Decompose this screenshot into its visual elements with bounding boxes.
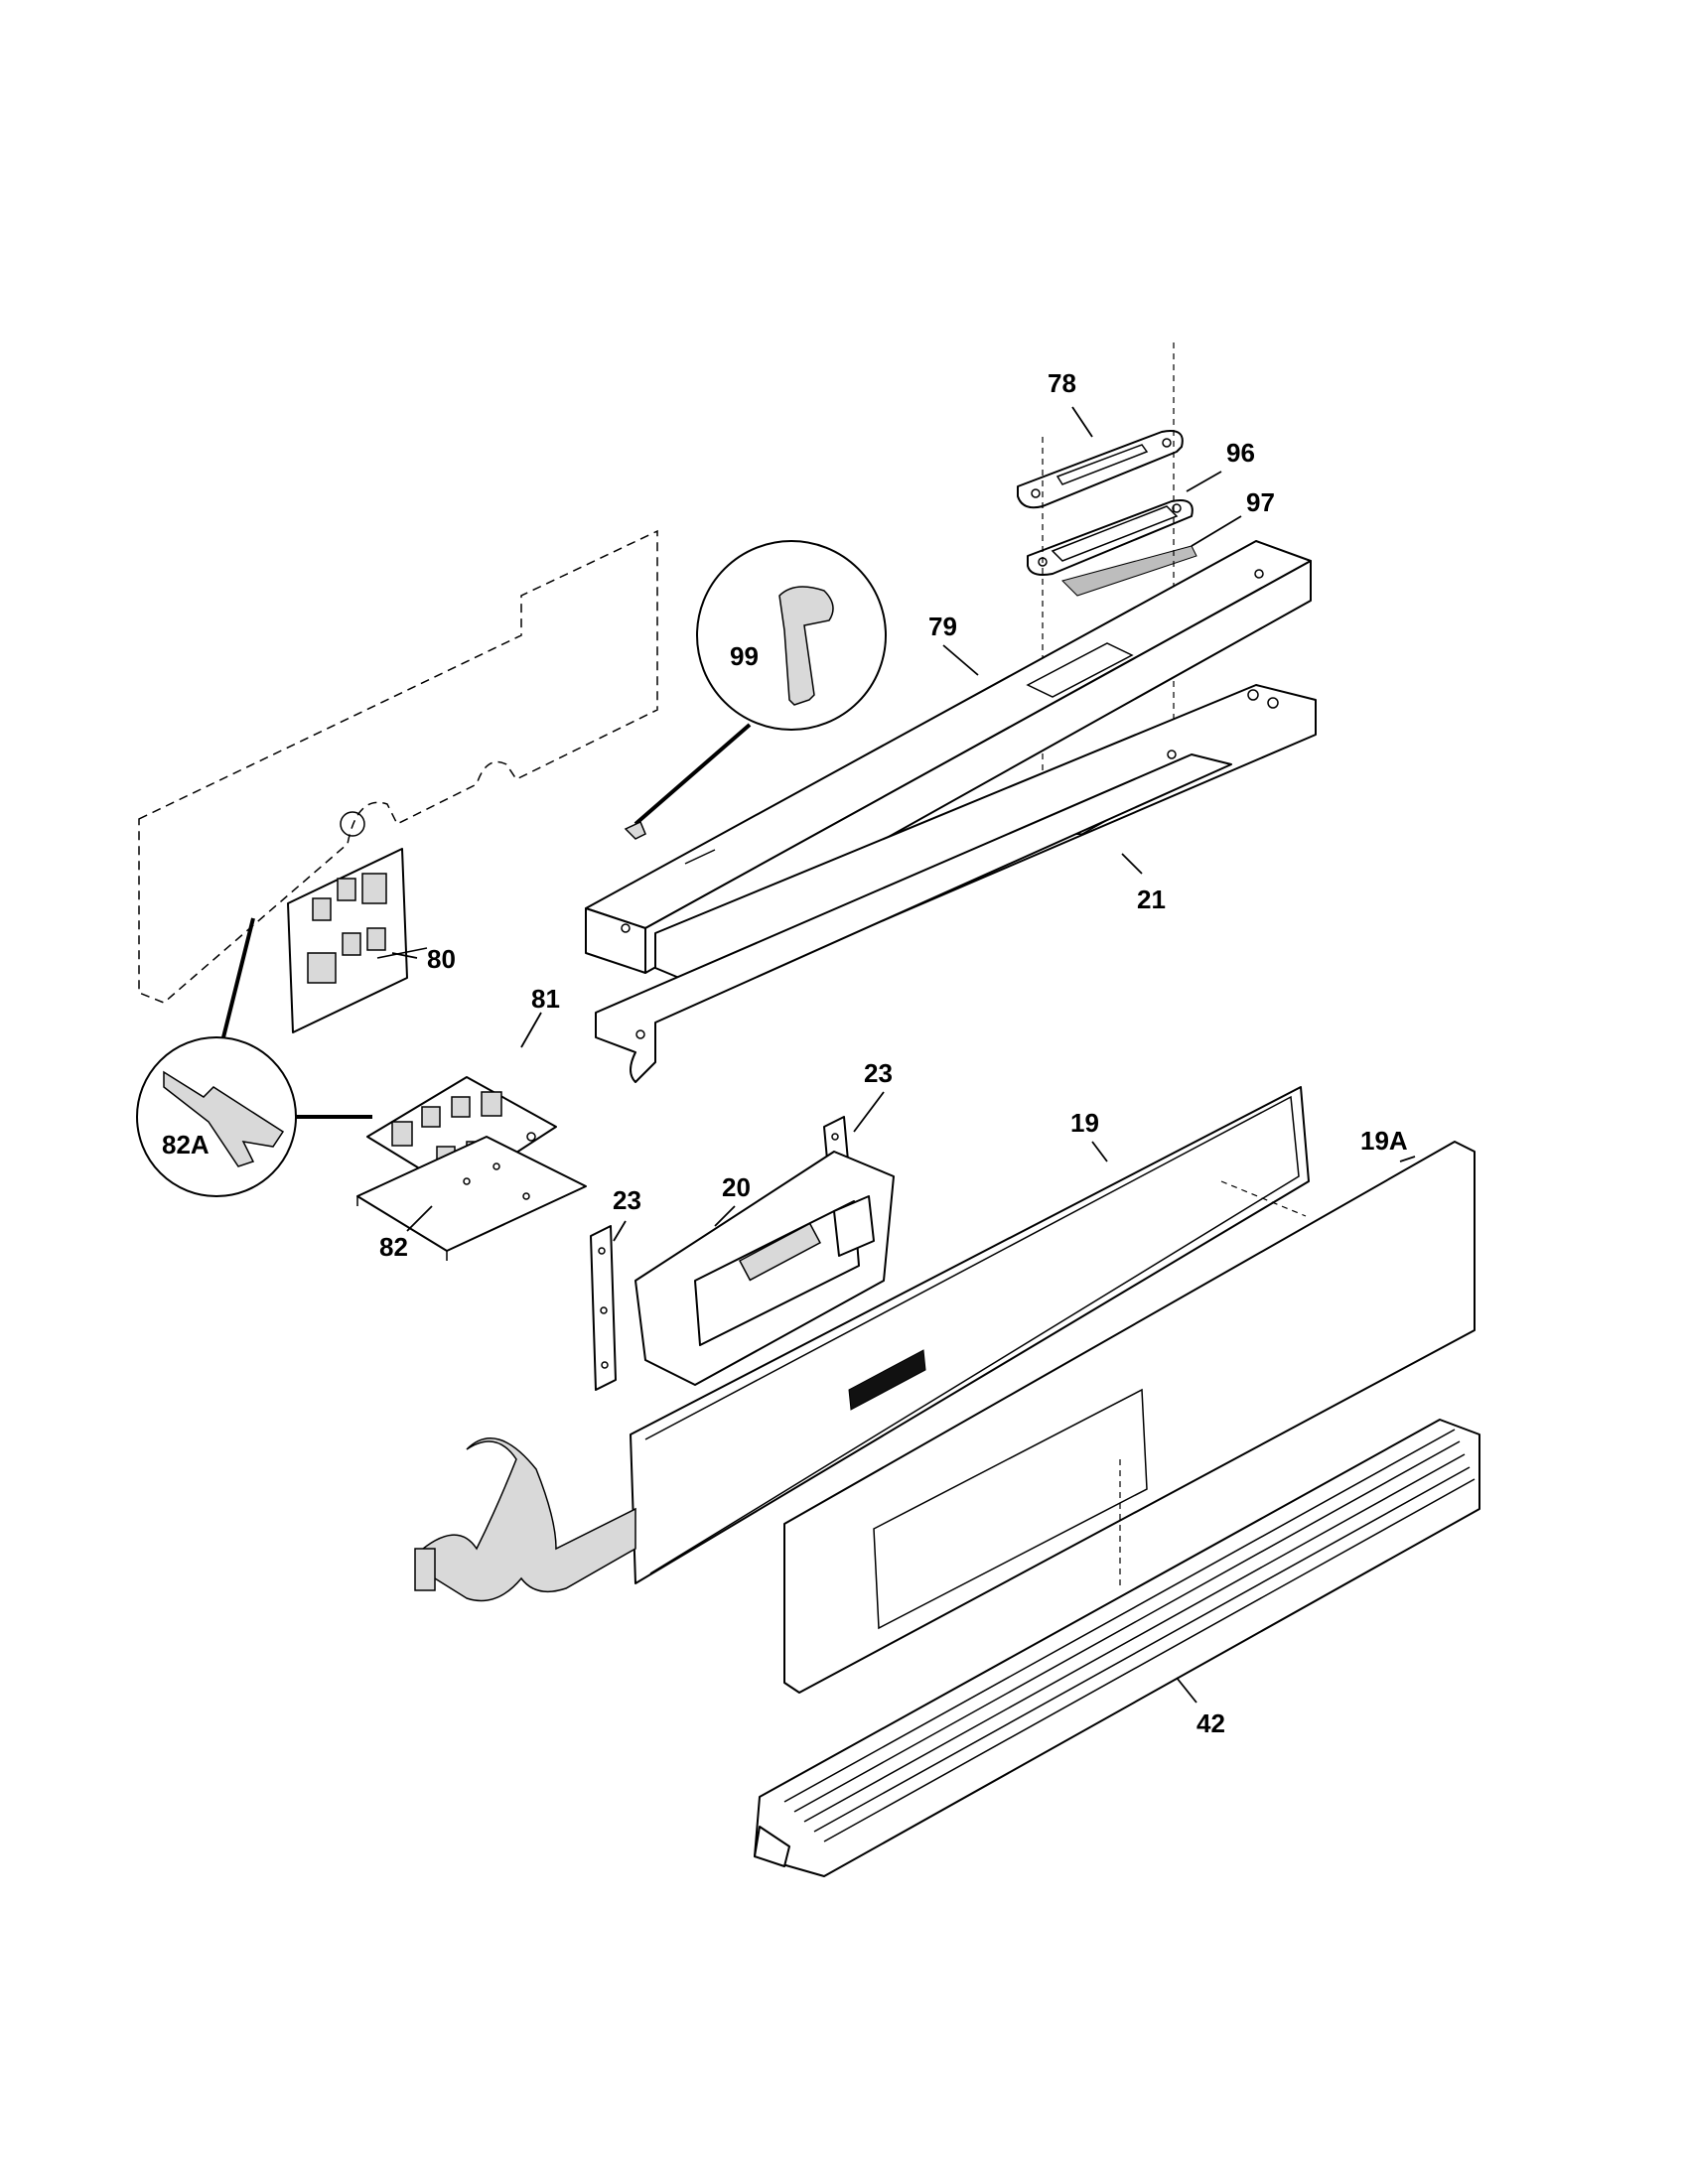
- ribbon-cable: [414, 1437, 636, 1602]
- leader-96: [1186, 471, 1222, 492]
- part-82A-callout-circle: [136, 917, 372, 1197]
- lower-trim-channel: [595, 753, 1232, 1083]
- leader-97: [1191, 515, 1242, 547]
- leader-82: [406, 1205, 433, 1232]
- callout-82: 82: [379, 1232, 408, 1262]
- part-78-bezel: [1017, 430, 1184, 509]
- callout-42: 42: [1196, 1708, 1225, 1738]
- callout-23-right: 23: [864, 1058, 893, 1088]
- part-99-callout-circle: [624, 540, 887, 840]
- leader-42: [1176, 1677, 1197, 1704]
- leader-81: [520, 1012, 542, 1048]
- callout-96: 96: [1226, 438, 1255, 468]
- leader-19A: [1399, 1156, 1416, 1162]
- callout-79: 79: [928, 612, 957, 641]
- callout-20: 20: [722, 1172, 751, 1202]
- leader-79: [942, 644, 979, 676]
- leader-20: [714, 1205, 736, 1227]
- callout-80: 80: [427, 944, 456, 974]
- leader-23-left: [613, 1220, 627, 1242]
- part-42-vent-trim: [754, 1419, 1480, 1877]
- part-97-glass: [1061, 545, 1197, 597]
- callout-99: 99: [730, 641, 759, 671]
- callout-19: 19: [1070, 1108, 1099, 1138]
- callout-19A: 19A: [1360, 1126, 1408, 1156]
- leader-78: [1071, 406, 1093, 438]
- part-80-control-board: [287, 848, 428, 1033]
- leader-23-right: [853, 1091, 885, 1133]
- part-20-display-module: [634, 1151, 895, 1386]
- callout-97: 97: [1246, 487, 1275, 517]
- callout-82A: 82A: [162, 1130, 210, 1160]
- leader-19: [1091, 1141, 1108, 1162]
- leader-21: [1121, 853, 1143, 875]
- callout-23-left: 23: [613, 1185, 641, 1215]
- callout-21: 21: [1137, 885, 1166, 914]
- callout-81: 81: [531, 984, 560, 1014]
- part-23-bracket-left: [590, 1225, 617, 1391]
- leader-80: [391, 952, 418, 959]
- part-19A-front-panel: [783, 1141, 1476, 1694]
- callout-78: 78: [1048, 368, 1076, 398]
